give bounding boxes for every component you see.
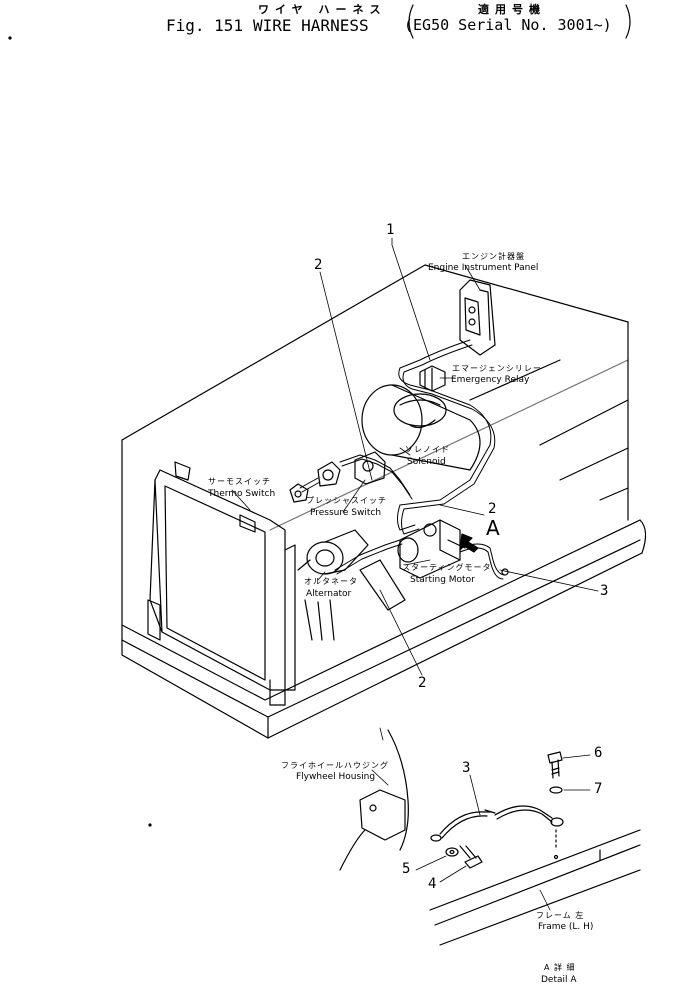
emergency-relay-drawing bbox=[419, 365, 446, 392]
callout-2-top: 2 bbox=[314, 257, 323, 273]
header-bracket bbox=[408, 4, 414, 39]
label-solenoid-en: Solenoid bbox=[407, 457, 446, 467]
header-jp-title: ワイヤ ハーネス bbox=[258, 3, 387, 16]
callout-5: 5 bbox=[402, 861, 411, 877]
callout-3-detail: 3 bbox=[462, 760, 471, 776]
label-pressure-switch-en: Pressure Switch bbox=[310, 508, 382, 518]
label-starting-motor-jp: スターティングモータ bbox=[402, 563, 492, 572]
harness-wire-main bbox=[299, 339, 506, 580]
alternator-bracket bbox=[359, 559, 406, 611]
callout-1: 1 bbox=[386, 222, 395, 238]
engine-frame-box bbox=[121, 264, 647, 739]
label-emergency-relay-jp: エマージェンシリレー bbox=[452, 364, 542, 373]
stray-dot-2 bbox=[148, 823, 152, 827]
detail-a-drawing bbox=[339, 727, 641, 946]
radiator-drawing bbox=[147, 461, 296, 706]
label-engine-panel-en: Engine Instrument Panel bbox=[428, 263, 539, 273]
label-emergency-relay-en: Emergency Relay bbox=[451, 375, 530, 385]
callout-7: 7 bbox=[594, 781, 603, 797]
callout-2-mid: 2 bbox=[488, 501, 497, 517]
label-engine-panel-jp: エンジン計器盤 bbox=[462, 252, 525, 261]
header-jp-applicable: 適用号機 bbox=[478, 3, 546, 16]
header-serial: (EG50 Serial No. 3001~) bbox=[404, 16, 612, 34]
alternator-drawing bbox=[297, 529, 369, 641]
label-thermo-switch-en: Thermo Switch bbox=[208, 489, 276, 499]
label-detail-jp: A 詳 細 bbox=[544, 963, 576, 972]
label-arrow-a: A bbox=[486, 516, 500, 540]
leader-lines bbox=[231, 237, 599, 676]
label-frame-en: Frame (L. H) bbox=[538, 922, 594, 932]
callout-4: 4 bbox=[428, 876, 437, 892]
arrow-a bbox=[459, 533, 479, 553]
label-flywheel-jp: フライホイールハウジング bbox=[281, 761, 389, 770]
label-flywheel-en: Flywheel Housing bbox=[296, 772, 376, 782]
label-solenoid-jp: ソレノイド bbox=[405, 445, 450, 454]
label-pressure-switch-jp: プレッシャスイッチ bbox=[306, 496, 387, 505]
header-bracket-right bbox=[625, 4, 631, 39]
callout-3-top: 3 bbox=[600, 583, 609, 599]
label-detail-en: Detail A bbox=[541, 975, 577, 985]
label-alternator-jp: オルタネータ bbox=[304, 577, 358, 586]
figure-number: Fig. 151 bbox=[166, 16, 244, 35]
label-thermo-switch-jp: サーモスイッチ bbox=[208, 477, 271, 486]
label-starting-motor-en: Starting Motor bbox=[410, 575, 475, 585]
engine-instrument-panel-drawing bbox=[459, 279, 496, 356]
air-cleaner-drawing bbox=[361, 384, 481, 471]
label-frame-jp: フレーム 左 bbox=[536, 911, 585, 920]
callout-6: 6 bbox=[594, 745, 603, 761]
figure-title: WIRE HARNESS bbox=[253, 16, 369, 35]
ground-terminal bbox=[501, 568, 509, 576]
label-alternator-en: Alternator bbox=[306, 589, 352, 599]
stray-dot bbox=[8, 36, 12, 40]
callout-2-bottom: 2 bbox=[418, 675, 427, 691]
pressure-switch-drawing bbox=[289, 451, 386, 503]
